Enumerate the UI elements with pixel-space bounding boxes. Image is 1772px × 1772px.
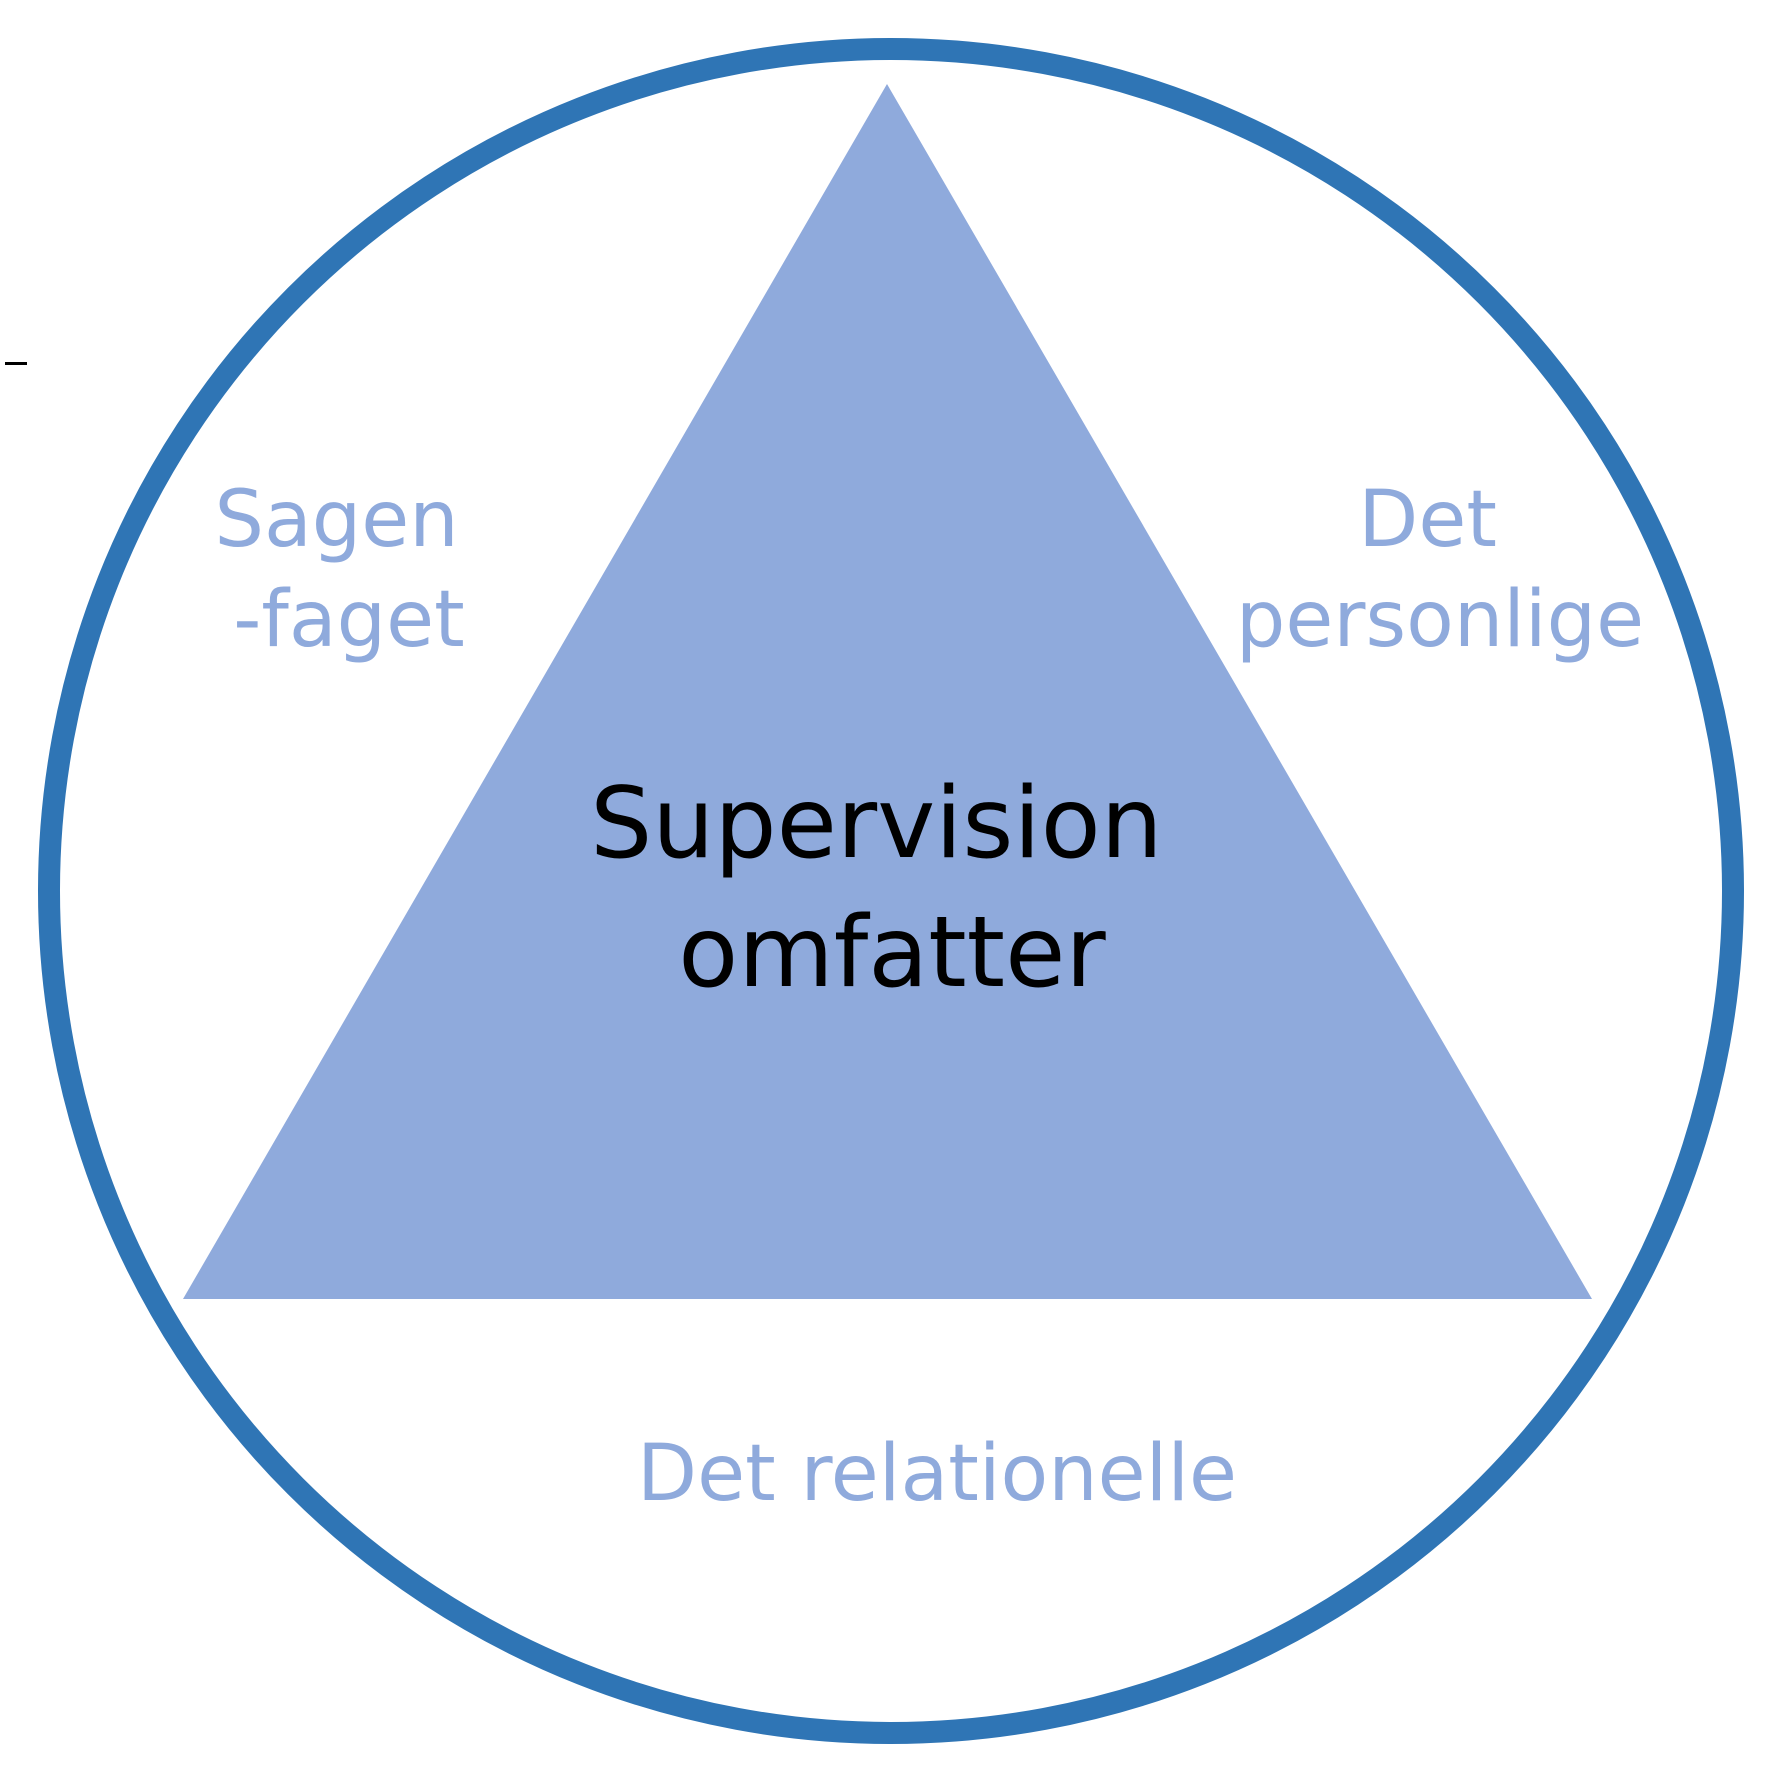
bottom-label: Det relationelle [637, 1429, 1237, 1519]
right-label: Det personlige [1236, 475, 1644, 665]
center-label-line-1: Supervision [590, 767, 1163, 881]
center-label-line-2: omfatter [678, 896, 1106, 1010]
left-label-line-1: Sagen [214, 475, 458, 565]
center-label: Supervision omfatter [590, 767, 1194, 1010]
outer-circle [38, 38, 1744, 1744]
right-label-line-1: Det [1358, 475, 1497, 565]
stray-dash-mark [5, 362, 27, 365]
right-label-line-2: personlige [1236, 575, 1644, 665]
central-triangle [183, 84, 1592, 1299]
left-label-line-2: -faget [233, 575, 465, 665]
left-label: Sagen -faget [214, 475, 483, 665]
